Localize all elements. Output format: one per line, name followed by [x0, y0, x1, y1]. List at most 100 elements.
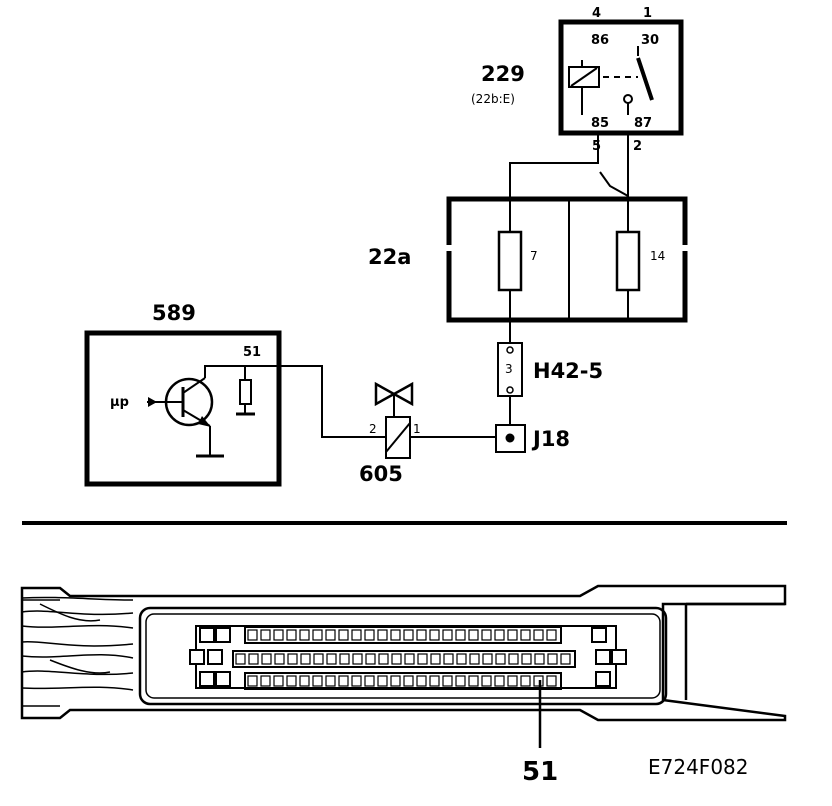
- pin-cavity: [299, 629, 310, 641]
- pin-cavity: [429, 629, 440, 641]
- fusebox-ref: 22a: [368, 245, 411, 269]
- corner-cavity: [595, 671, 611, 687]
- corner-cavity: [207, 649, 223, 665]
- pin-cavity: [287, 653, 298, 665]
- figure-code: E724F082: [648, 755, 749, 779]
- ecu-ref: 589: [152, 301, 196, 325]
- pin-cavity: [312, 675, 323, 687]
- pin-cavity: [351, 629, 362, 641]
- pin-cavity: [520, 675, 531, 687]
- relay-pin-2: 2: [633, 139, 642, 154]
- corner-cavity: [611, 649, 627, 665]
- valve-605: 2 1 605: [359, 381, 421, 486]
- relay-term-85: 85: [591, 116, 609, 131]
- pin-cavity: [274, 653, 285, 665]
- corner-cavity: [189, 649, 205, 665]
- pin-cavity: [273, 629, 284, 641]
- pin-cavity: [286, 629, 297, 641]
- pin-cavity: [364, 675, 375, 687]
- pin-cavity: [521, 653, 532, 665]
- pin-cavity: [494, 629, 505, 641]
- fuse-14-label: 14: [650, 249, 665, 263]
- pin-cavity: [338, 675, 349, 687]
- pin-cavity: [377, 629, 388, 641]
- pin-cavity: [469, 653, 480, 665]
- relay-switch-contact: [636, 57, 654, 101]
- pin-cavity: [416, 675, 427, 687]
- pin-cavity: [352, 653, 363, 665]
- pin-cavity: [313, 653, 324, 665]
- corner-cavity: [595, 649, 611, 665]
- pin-cavity: [430, 653, 441, 665]
- pin-cavity: [377, 675, 388, 687]
- fuse-14: [615, 230, 641, 292]
- valve-pin-1: 1: [413, 422, 421, 436]
- pin-cavity: [260, 675, 271, 687]
- pin-cavity: [365, 653, 376, 665]
- pin-cavity: [442, 629, 453, 641]
- pin-callout-label: 51: [522, 757, 558, 787]
- pin-cavity: [507, 675, 518, 687]
- relay-pin-5: 5: [592, 139, 601, 154]
- pin-cavity: [403, 675, 414, 687]
- pin-cavity: [390, 629, 401, 641]
- pin-cavity: [351, 675, 362, 687]
- fuse-7-label: 7: [530, 249, 538, 263]
- pin-cavity: [468, 675, 479, 687]
- ecu-pin-51: 51: [243, 345, 261, 360]
- pin-cavity: [481, 629, 492, 641]
- pin-row: [244, 626, 562, 644]
- relay-term-87: 87: [634, 116, 652, 131]
- pin-cavity: [546, 675, 557, 687]
- pin-cavity: [403, 629, 414, 641]
- pin-cavity: [248, 653, 259, 665]
- relay-pin-4: 4: [592, 6, 601, 21]
- pin-cavity: [533, 675, 544, 687]
- pin-cavity: [482, 653, 493, 665]
- pin-cavity: [300, 653, 311, 665]
- pin-cavity: [520, 629, 531, 641]
- pin-cavity: [455, 629, 466, 641]
- pin-cavity: [494, 675, 505, 687]
- pin-cavity: [273, 675, 284, 687]
- relay-sub-ref: (22b:E): [471, 92, 515, 106]
- pin-cavity: [533, 629, 544, 641]
- pin-cavity: [247, 675, 258, 687]
- pin-cavity: [286, 675, 297, 687]
- pin-row: [232, 650, 576, 668]
- pin-cavity: [442, 675, 453, 687]
- pin-cavity: [417, 653, 428, 665]
- pin-cavity: [364, 629, 375, 641]
- pin-cavity: [260, 629, 271, 641]
- relay-pin-1: 1: [643, 6, 652, 21]
- pin-cavity: [299, 675, 310, 687]
- pin-grid: [189, 626, 627, 690]
- corner-cavity: [215, 627, 231, 643]
- corner-cavity: [591, 627, 607, 643]
- pin-cavity: [547, 653, 558, 665]
- pin-cavity: [338, 629, 349, 641]
- pin-cavity: [481, 675, 492, 687]
- ecu-input-label: µp: [110, 395, 129, 410]
- corner-cavity: [199, 671, 215, 687]
- pin-cavity: [456, 653, 467, 665]
- relay-ref: 229: [481, 62, 525, 86]
- pin-cavity: [391, 653, 402, 665]
- pin-cavity: [560, 653, 571, 665]
- ecu-connector-view: 51: [20, 584, 787, 787]
- pin-cavity: [508, 653, 519, 665]
- valve-ref: 605: [359, 462, 403, 486]
- pin-cavity: [378, 653, 389, 665]
- fusebox-22a: 7 14 22a: [368, 196, 689, 323]
- fuse-7: [497, 230, 523, 292]
- connector-h42-5: 3 H42-5: [497, 342, 603, 397]
- pin-cavity: [404, 653, 415, 665]
- pin-cavity: [429, 675, 440, 687]
- pin-cavity: [261, 653, 272, 665]
- pin-cavity: [455, 675, 466, 687]
- pin-cavity: [339, 653, 350, 665]
- valve-pin-2: 2: [369, 422, 377, 436]
- pin-cavity: [443, 653, 454, 665]
- pin-cavity: [546, 629, 557, 641]
